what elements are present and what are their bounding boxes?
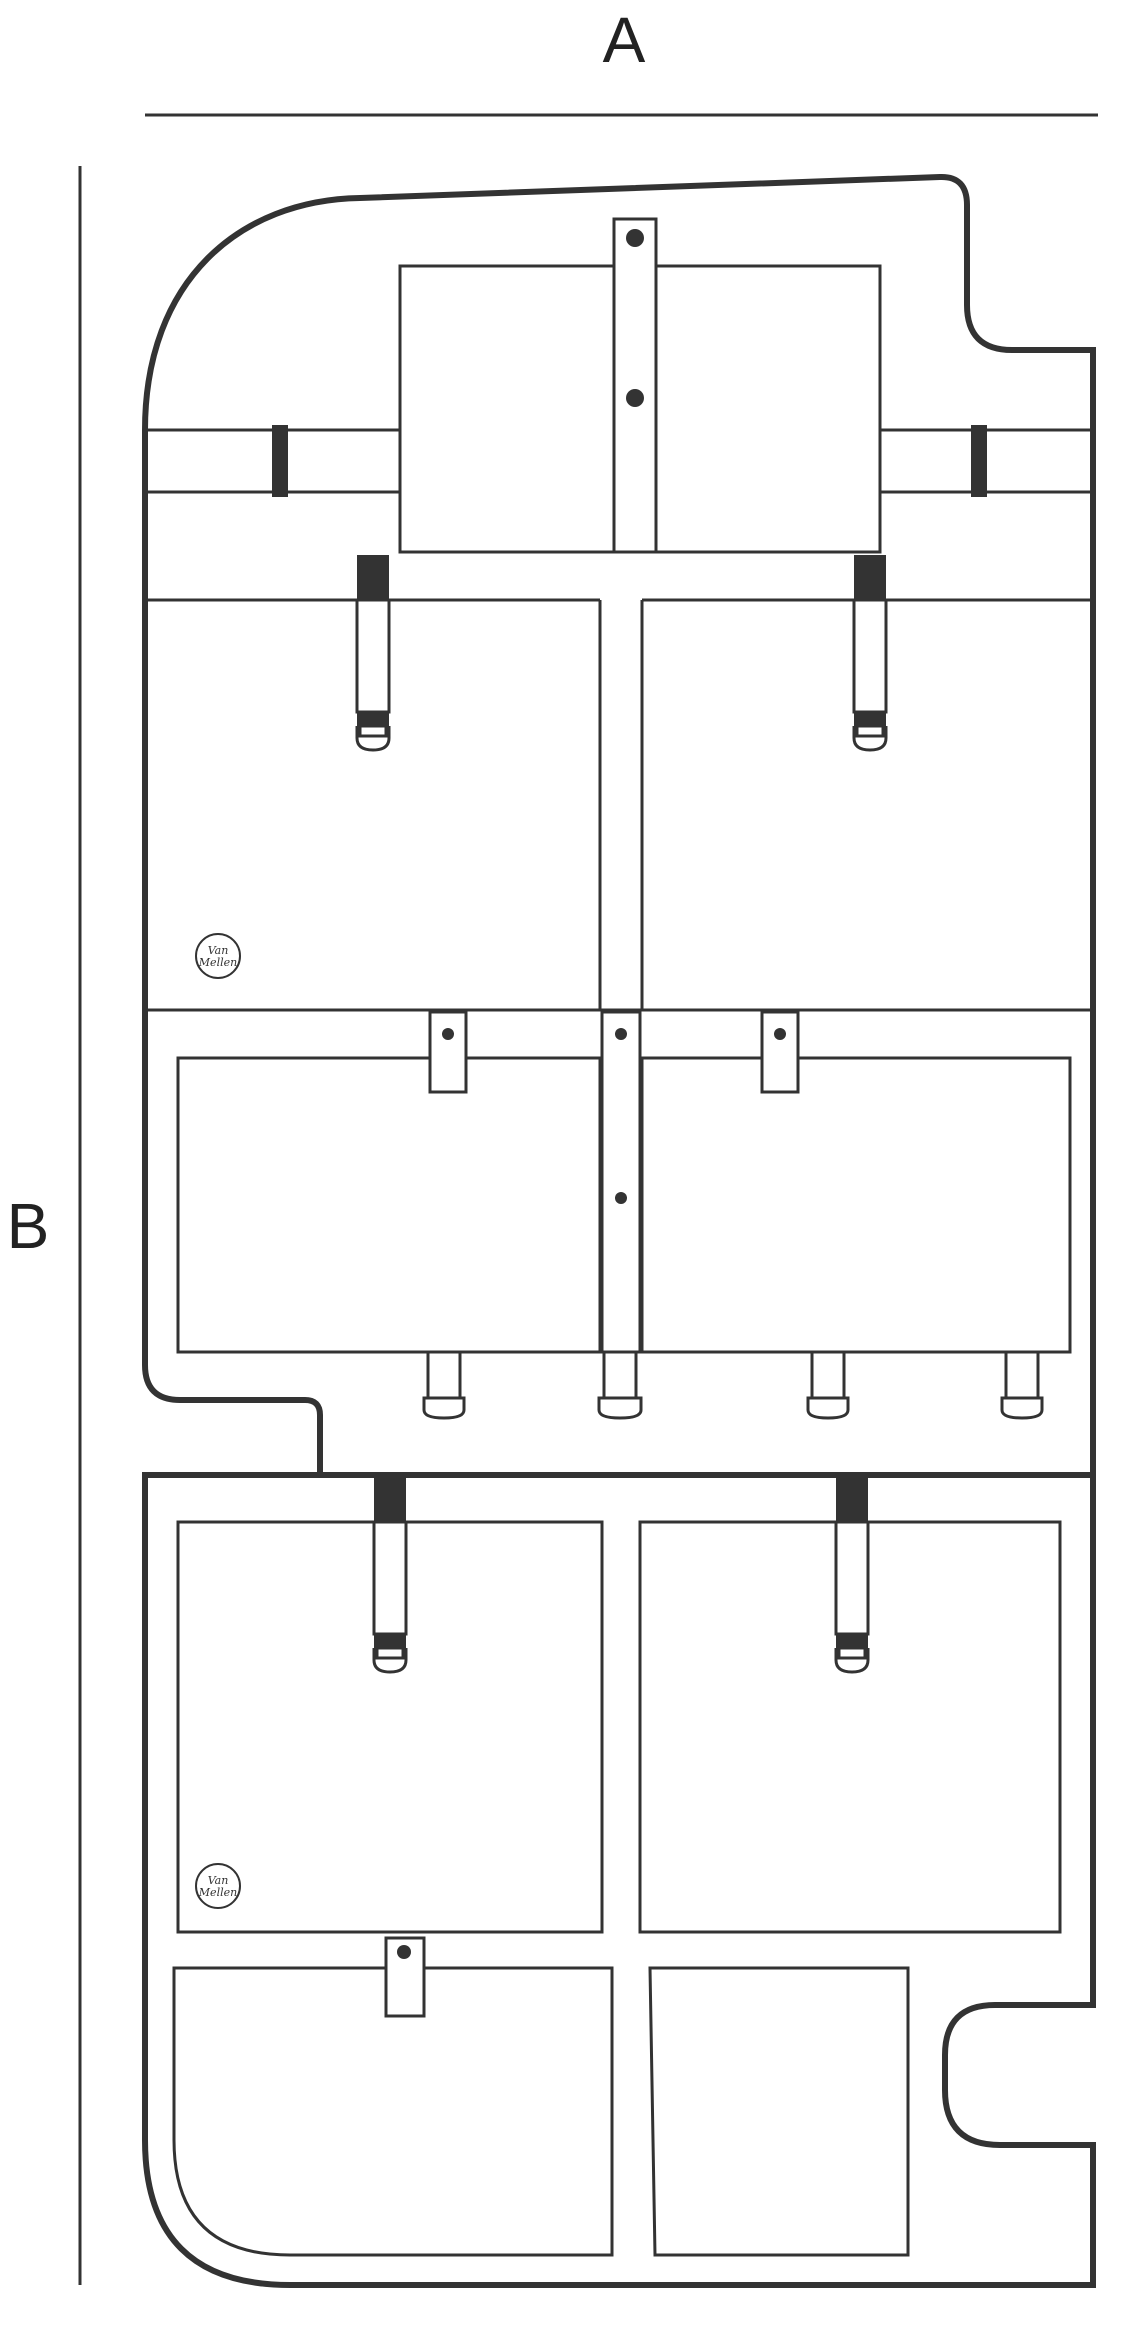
snap-button [626, 229, 644, 247]
middle-left-pocket [176, 1056, 602, 1354]
pocket-tab [428, 1010, 468, 1094]
upper-panel-outline [142, 173, 1096, 1478]
snap-button [615, 1028, 627, 1040]
dimension-a: A [145, 4, 1098, 117]
bottom-right-pocket [648, 1966, 910, 2257]
hanging-loop [422, 1350, 466, 1420]
upper-panel [142, 173, 1096, 1478]
dimension-b-label: B [7, 1190, 50, 1262]
strap-buckle-right [971, 425, 987, 497]
middle-right-pocket [640, 1056, 1072, 1354]
loop-strap [372, 1477, 408, 1674]
snap-button [615, 1192, 627, 1204]
brand-badge: Van Mellen [195, 1863, 241, 1909]
bottom-left-pocket [172, 1966, 614, 2257]
pocket-tab [384, 1936, 426, 2018]
top-center-strap [612, 217, 658, 554]
badge-line2: Mellen [198, 1886, 237, 1899]
dimension-a-label: A [603, 4, 646, 76]
loop-strap [834, 1477, 870, 1674]
badge-line1: Van [208, 1874, 229, 1887]
lower-panel-outline [142, 1472, 1096, 2288]
loop-strap [355, 555, 391, 752]
hanging-loop [806, 1350, 850, 1420]
middle-center-strap [600, 1010, 642, 1354]
badge-line1: Van [208, 944, 229, 957]
hanging-loop [1000, 1350, 1044, 1420]
pocket-tab [760, 1010, 800, 1094]
strap-buckle-left [272, 425, 288, 497]
brand-badge: Van Mellen [195, 933, 241, 979]
loop-strap [852, 555, 888, 752]
badge-line2: Mellen [198, 956, 237, 969]
snap-button [626, 389, 644, 407]
hanging-loop [597, 1350, 643, 1420]
dimension-b: B [7, 166, 82, 2285]
upper-row-dividers [148, 550, 1090, 1012]
